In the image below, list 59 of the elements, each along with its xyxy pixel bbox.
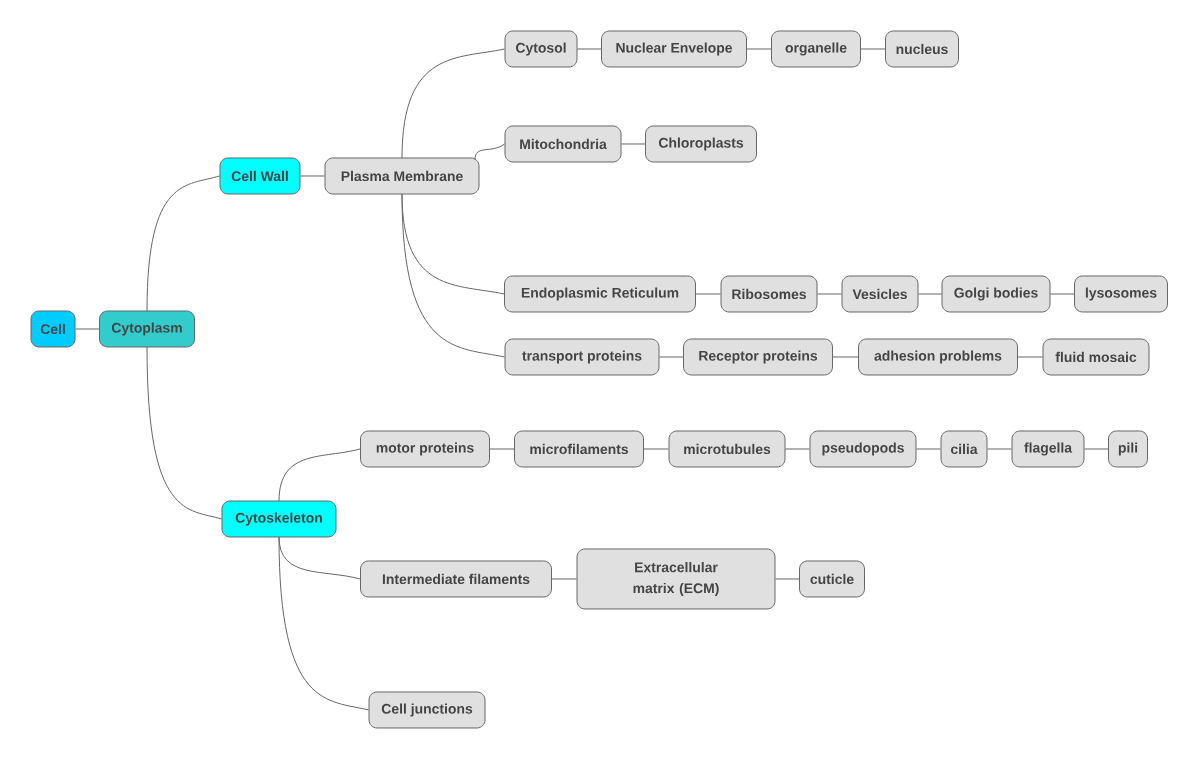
topic-box: flagella <box>1011 430 1085 468</box>
connector-line <box>775 578 800 580</box>
connector-line <box>1017 356 1043 358</box>
connector-line <box>659 356 684 358</box>
connector-line <box>695 293 721 295</box>
connector-line <box>987 448 1012 450</box>
connector-line <box>1084 448 1109 450</box>
connector-line <box>75 328 100 330</box>
topic-box: Endoplasmic Reticulum <box>504 275 696 313</box>
topic-box: Plasma Membrane <box>324 157 480 195</box>
topic-box: Intermediate filaments <box>360 560 552 598</box>
connector-line <box>474 143 505 161</box>
topic-box: motor proteins <box>360 430 490 468</box>
connector-line <box>401 48 505 159</box>
topic-box: Nuclear Envelope <box>601 30 747 68</box>
connector-line <box>278 448 361 502</box>
topic-box: Golgi bodies <box>941 275 1051 313</box>
connector-line <box>832 356 859 358</box>
topic-box: Chloroplasts <box>645 125 757 163</box>
topic-box: Extracellular matrix (ECM) <box>576 548 776 610</box>
connector-line <box>643 448 669 450</box>
connector-line <box>489 448 515 450</box>
connector-line <box>278 536 369 711</box>
connector-line <box>746 48 772 50</box>
topic-box: organelle <box>771 30 861 68</box>
topic-box: fluid mosaic <box>1042 338 1150 376</box>
root-node-box: Cell <box>30 310 76 348</box>
topic-box: Cell junctions <box>368 691 486 729</box>
connector-line <box>860 48 886 50</box>
branch-node-box: Cytoplasm <box>99 310 195 348</box>
topic-box: pili <box>1108 430 1148 468</box>
topic-box: Vesicles <box>841 275 919 313</box>
connector-line <box>918 293 942 295</box>
connector-line <box>551 578 577 580</box>
connector-line <box>817 293 842 295</box>
topic-box: cilia <box>940 430 988 468</box>
connector-line <box>146 175 220 312</box>
topic-box: adhesion problems <box>858 338 1018 376</box>
topic-box: cuticle <box>799 560 865 598</box>
connector-line <box>1050 293 1075 295</box>
branch-node-box: Cell Wall <box>219 157 301 195</box>
topic-box: Mitochondria <box>504 125 622 163</box>
connector-line <box>785 448 810 450</box>
topic-box: microtubules <box>668 430 786 468</box>
connector-line <box>916 448 941 450</box>
topic-box: microfilaments <box>514 430 644 468</box>
connector-line <box>401 193 505 358</box>
branch-node-box: Cytoskeleton <box>221 500 337 538</box>
topic-box: Ribosomes <box>720 275 818 313</box>
connector-line <box>300 175 325 177</box>
topic-box: pseudopods <box>809 430 917 468</box>
topic-box: lysosomes <box>1074 275 1168 313</box>
connector-line <box>146 346 222 520</box>
topic-box: Cytosol <box>504 30 578 68</box>
topic-box: transport proteins <box>504 338 660 376</box>
connector-line <box>621 143 646 145</box>
topic-box: nucleus <box>885 30 959 68</box>
connector-line <box>577 48 602 50</box>
topic-box: Receptor proteins <box>683 338 833 376</box>
